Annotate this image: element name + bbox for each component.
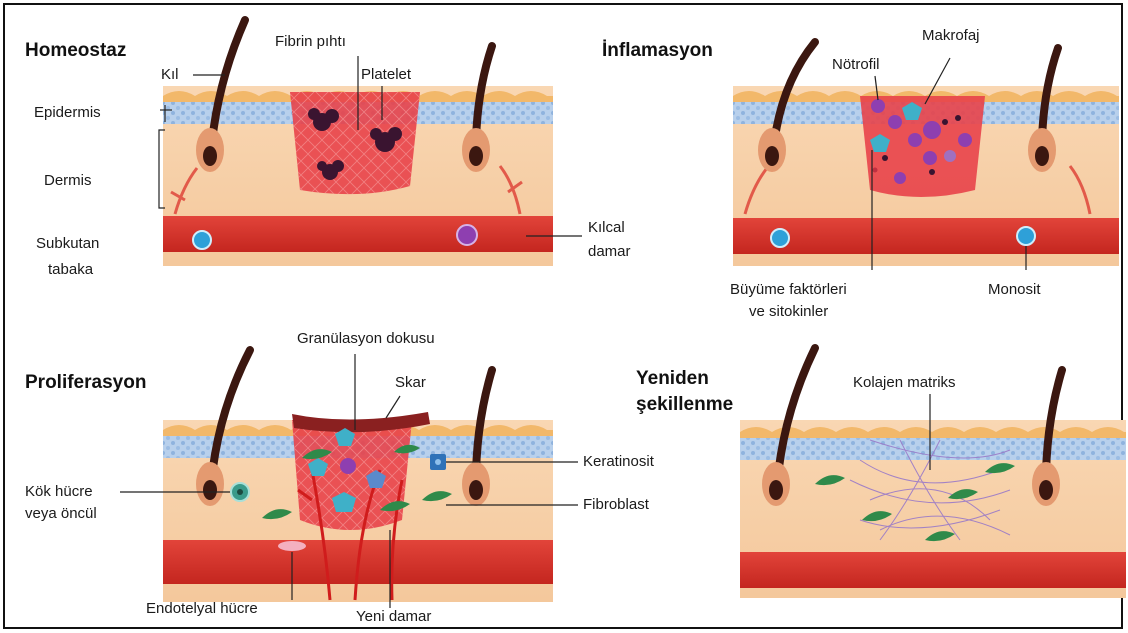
label-makrofaj: Makrofaj — [922, 27, 980, 45]
title-homeostaz: Homeostaz — [25, 40, 126, 62]
monocyte-cell — [193, 231, 211, 249]
label-dermis: Dermis — [44, 172, 92, 190]
label-buyume-1: Büyüme faktörleri — [730, 281, 847, 299]
label-kil: Kıl — [161, 66, 179, 84]
label-subkutan-1: Subkutan — [36, 235, 99, 253]
label-notrofil: Nötrofil — [832, 56, 880, 74]
label-kok-2: veya öncül — [25, 505, 97, 523]
label-epidermis: Epidermis — [34, 104, 101, 122]
panel-inflamasyon — [733, 42, 1119, 270]
panel-proliferasyon — [120, 350, 578, 608]
title-proliferasyon: Proliferasyon — [25, 372, 146, 394]
label-yeni-damar: Yeni damar — [356, 608, 431, 626]
endothelial-cell — [278, 541, 306, 551]
label-buyume-2: ve sitokinler — [749, 303, 828, 321]
capillary-vessel — [163, 216, 553, 252]
label-keratinosit: Keratinosit — [583, 453, 654, 471]
label-granulasyon: Granülasyon dokusu — [297, 330, 435, 348]
label-fibrin: Fibrin pıhtı — [275, 33, 346, 51]
label-subkutan-2: tabaka — [48, 261, 93, 279]
label-kilcal-1: Kılcal — [588, 219, 625, 237]
label-skar: Skar — [395, 374, 426, 392]
neutrophil-cell — [457, 225, 477, 245]
title-inflamasyon: İnflamasyon — [602, 40, 713, 62]
label-kolajen: Kolajen matriks — [853, 374, 956, 392]
label-endotelyal: Endotelyal hücre — [146, 600, 258, 618]
label-kilcal-2: damar — [588, 243, 631, 261]
label-platelet: Platelet — [361, 66, 411, 84]
label-kok-1: Kök hücre — [25, 483, 93, 501]
title-yeniden-1: Yeniden — [636, 368, 709, 390]
title-yeniden-2: şekillenme — [636, 394, 733, 416]
label-monosit: Monosit — [988, 281, 1041, 299]
panel-homeostaz — [159, 20, 582, 266]
label-fibroblast: Fibroblast — [583, 496, 649, 514]
